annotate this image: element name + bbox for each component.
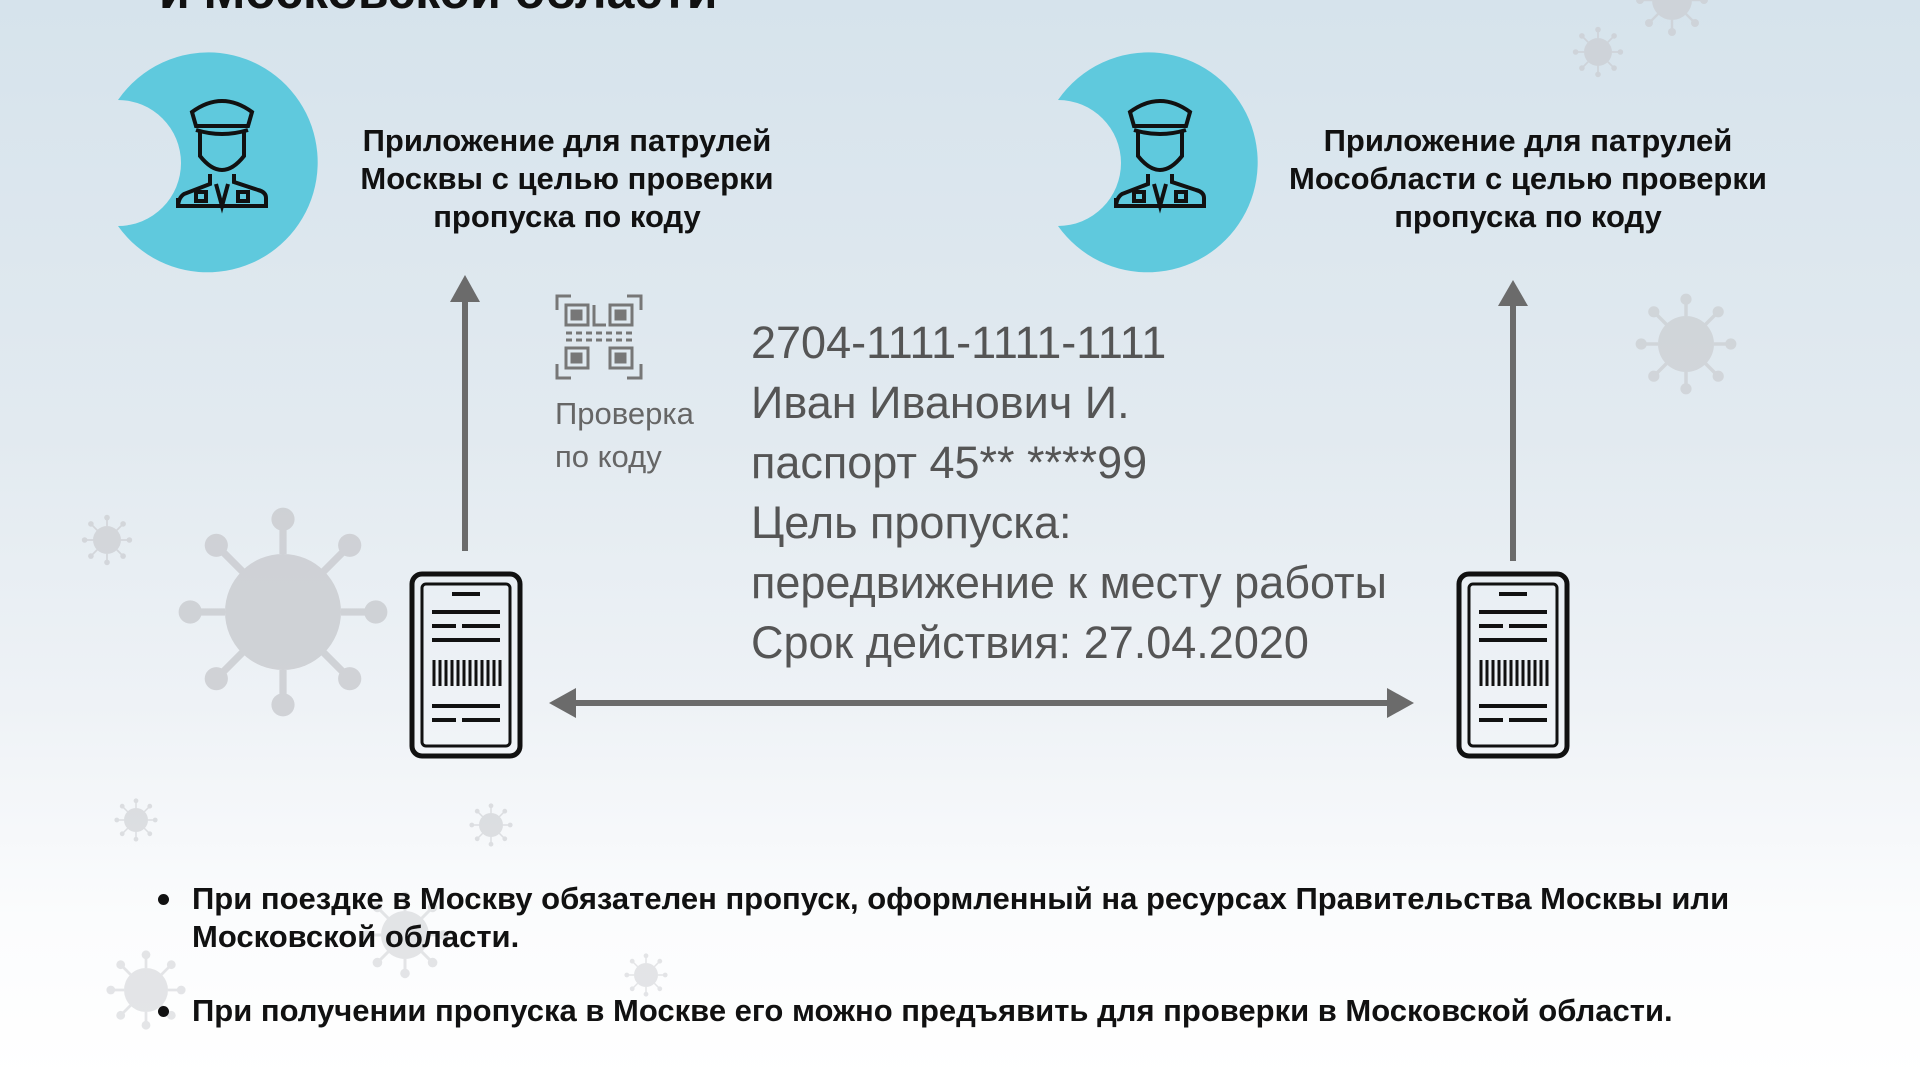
virus-icon (179, 508, 388, 717)
left-patrol-caption: Приложение для патрулей Москвы с целью п… (307, 122, 827, 236)
pass-purpose-label: Цель пропуска: (751, 497, 1072, 548)
virus-icon (468, 802, 514, 848)
bullet-item: При поездке в Москву обязателен пропуск,… (158, 880, 1818, 956)
caption-line: пропуска по коду (433, 199, 701, 234)
virus-icon (1571, 25, 1625, 79)
caption-line: Москвы с целью проверки (360, 161, 774, 196)
caption-line: Приложение для патрулей (1323, 123, 1733, 158)
police-officer-icon (176, 99, 268, 214)
arrow-up-left (450, 275, 480, 551)
caption-line: Мособласти с целью проверки (1289, 161, 1767, 196)
pass-validity: Срок действия: 27.04.2020 (751, 617, 1309, 668)
page-title: и Московской области (159, 0, 718, 20)
bullet-list: При поездке в Москву обязателен пропуск,… (158, 880, 1818, 1066)
qr-label-line: по коду (555, 439, 662, 474)
caption-line: Приложение для патрулей (362, 123, 772, 158)
right-patrol-caption: Приложение для патрулей Мособласти с цел… (1268, 122, 1788, 236)
qr-check-label: Проверка по коду (555, 392, 694, 478)
patrol-badge-left (118, 52, 318, 273)
virus-icon (113, 797, 159, 843)
pass-passport: паспорт 45** ****99 (751, 437, 1148, 488)
caption-line: пропуска по коду (1394, 199, 1662, 234)
pass-purpose: передвижение к месту работы (751, 557, 1387, 608)
arrow-up-right (1498, 280, 1528, 561)
virus-icon (1634, 0, 1710, 38)
qr-code-icon (555, 294, 643, 380)
bullet-item: При получении пропуска в Москве его можн… (158, 992, 1818, 1030)
pass-number: 2704-1111-1111-1111 (751, 317, 1167, 368)
virus-icon (1633, 291, 1739, 397)
virus-icon (80, 513, 134, 567)
arrow-horizontal-both (549, 688, 1414, 718)
qr-label-line: Проверка (555, 396, 694, 431)
patrol-badge-right (1058, 52, 1258, 273)
smartphone-pass-icon (409, 571, 523, 759)
pass-holder-name: Иван Иванович И. (751, 377, 1130, 428)
smartphone-pass-icon (1459, 574, 1567, 756)
pass-info: 2704-1111-1111-1111 Иван Иванович И. пас… (751, 313, 1387, 673)
